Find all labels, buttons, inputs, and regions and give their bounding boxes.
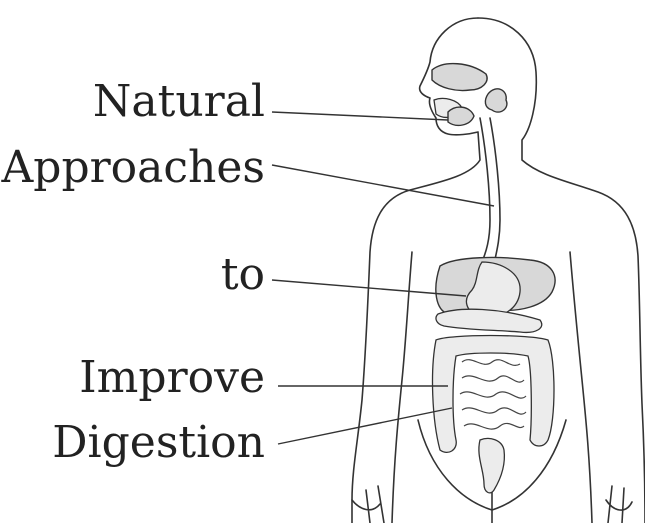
label-to: to [221,253,265,297]
esophagus-inner [490,118,500,264]
left-inner-arm [392,252,412,523]
leader-line-natural [272,112,448,120]
nasal-cavity [432,64,487,91]
label-natural: Natural [93,80,265,124]
leader-line-approaches [272,165,494,206]
label-approaches: Approaches [2,146,265,190]
right-hand [606,486,632,523]
left-hand [352,486,384,523]
rectum [479,438,505,492]
leader-line-digestion [278,408,452,444]
esophagus [480,118,490,262]
small-intestine [460,360,526,429]
label-improve: Improve [79,356,265,400]
tongue [448,107,474,125]
large-intestine [433,336,554,453]
label-digestion: Digestion [52,421,265,465]
pancreas [436,309,542,332]
salivary-gland [485,89,507,112]
right-inner-arm [570,252,592,523]
